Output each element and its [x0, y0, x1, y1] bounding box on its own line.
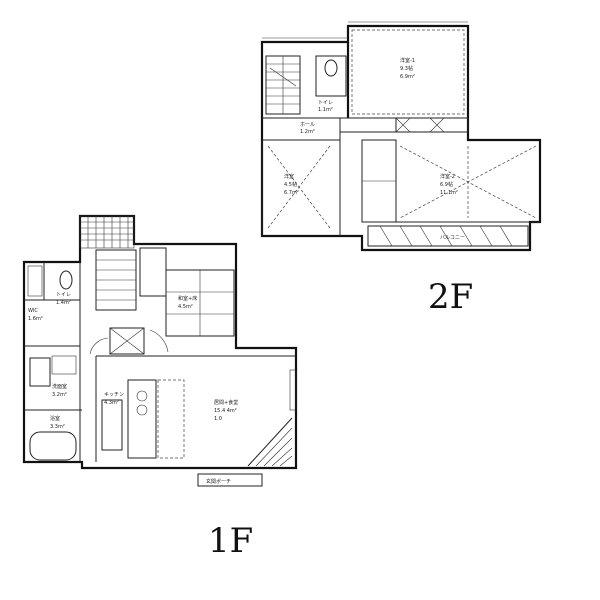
- bed3-note: 6.9帖: [440, 181, 453, 188]
- washitsu-name: 和室+床: [178, 295, 197, 302]
- toilet1f-name: トイレ: [56, 292, 71, 298]
- hall2f-area: 1.2m²: [300, 129, 315, 135]
- bed2-area: 6.7m²: [284, 190, 299, 196]
- toilet2f-name: トイレ: [318, 100, 333, 106]
- bed3-name: 洋室-2: [440, 173, 455, 180]
- balcony-label: バルコニー: [440, 235, 465, 241]
- first-floor-plan: 玄関ポーチ 居間+食堂 15.4 4m² 1.0 キッチン 4.3m² 和室+床…: [22, 214, 298, 561]
- bed1-note: 9.3帖: [400, 65, 413, 72]
- ldk-name: 居間+食堂: [214, 399, 238, 406]
- hall2f-name: ホール: [300, 122, 315, 128]
- bed1-name: 洋室-1: [400, 57, 415, 64]
- washitsu-area: 4.5m²: [178, 304, 193, 310]
- bed3-area: 11.1m²: [440, 190, 458, 196]
- washroom-area: 3.2m²: [52, 392, 67, 398]
- floor-label-2f: 2F: [428, 277, 473, 317]
- bed2-note: 4.5帖: [284, 181, 297, 188]
- ldk-area: 15.4 4m²: [214, 408, 237, 414]
- ldk-note: 1.0: [214, 416, 222, 422]
- kitchen-area: 4.3m²: [104, 400, 119, 406]
- bath-name: 浴室: [50, 415, 60, 422]
- closet-name: WIC: [28, 308, 38, 314]
- toilet1f-area: 1.4m²: [56, 300, 71, 306]
- entry-mark: 玄関ポーチ: [206, 478, 231, 485]
- bed1-area: 6.9m²: [400, 74, 415, 80]
- kitchen-name: キッチン: [104, 392, 124, 398]
- bath-area: 3.3m²: [50, 424, 65, 430]
- bed2-name: 洋室: [284, 173, 294, 180]
- closet-area: 1.6m²: [28, 316, 43, 322]
- toilet2f-area: 1.1m²: [318, 107, 333, 113]
- washroom-name: 洗面室: [52, 383, 67, 390]
- second-floor-plan: バルコニー 洋室-1 9.3帖 6.9m² 洋室 4.5帖 6.7m² 洋室-2…: [260, 21, 542, 317]
- floor-label-1f: 1F: [208, 521, 253, 561]
